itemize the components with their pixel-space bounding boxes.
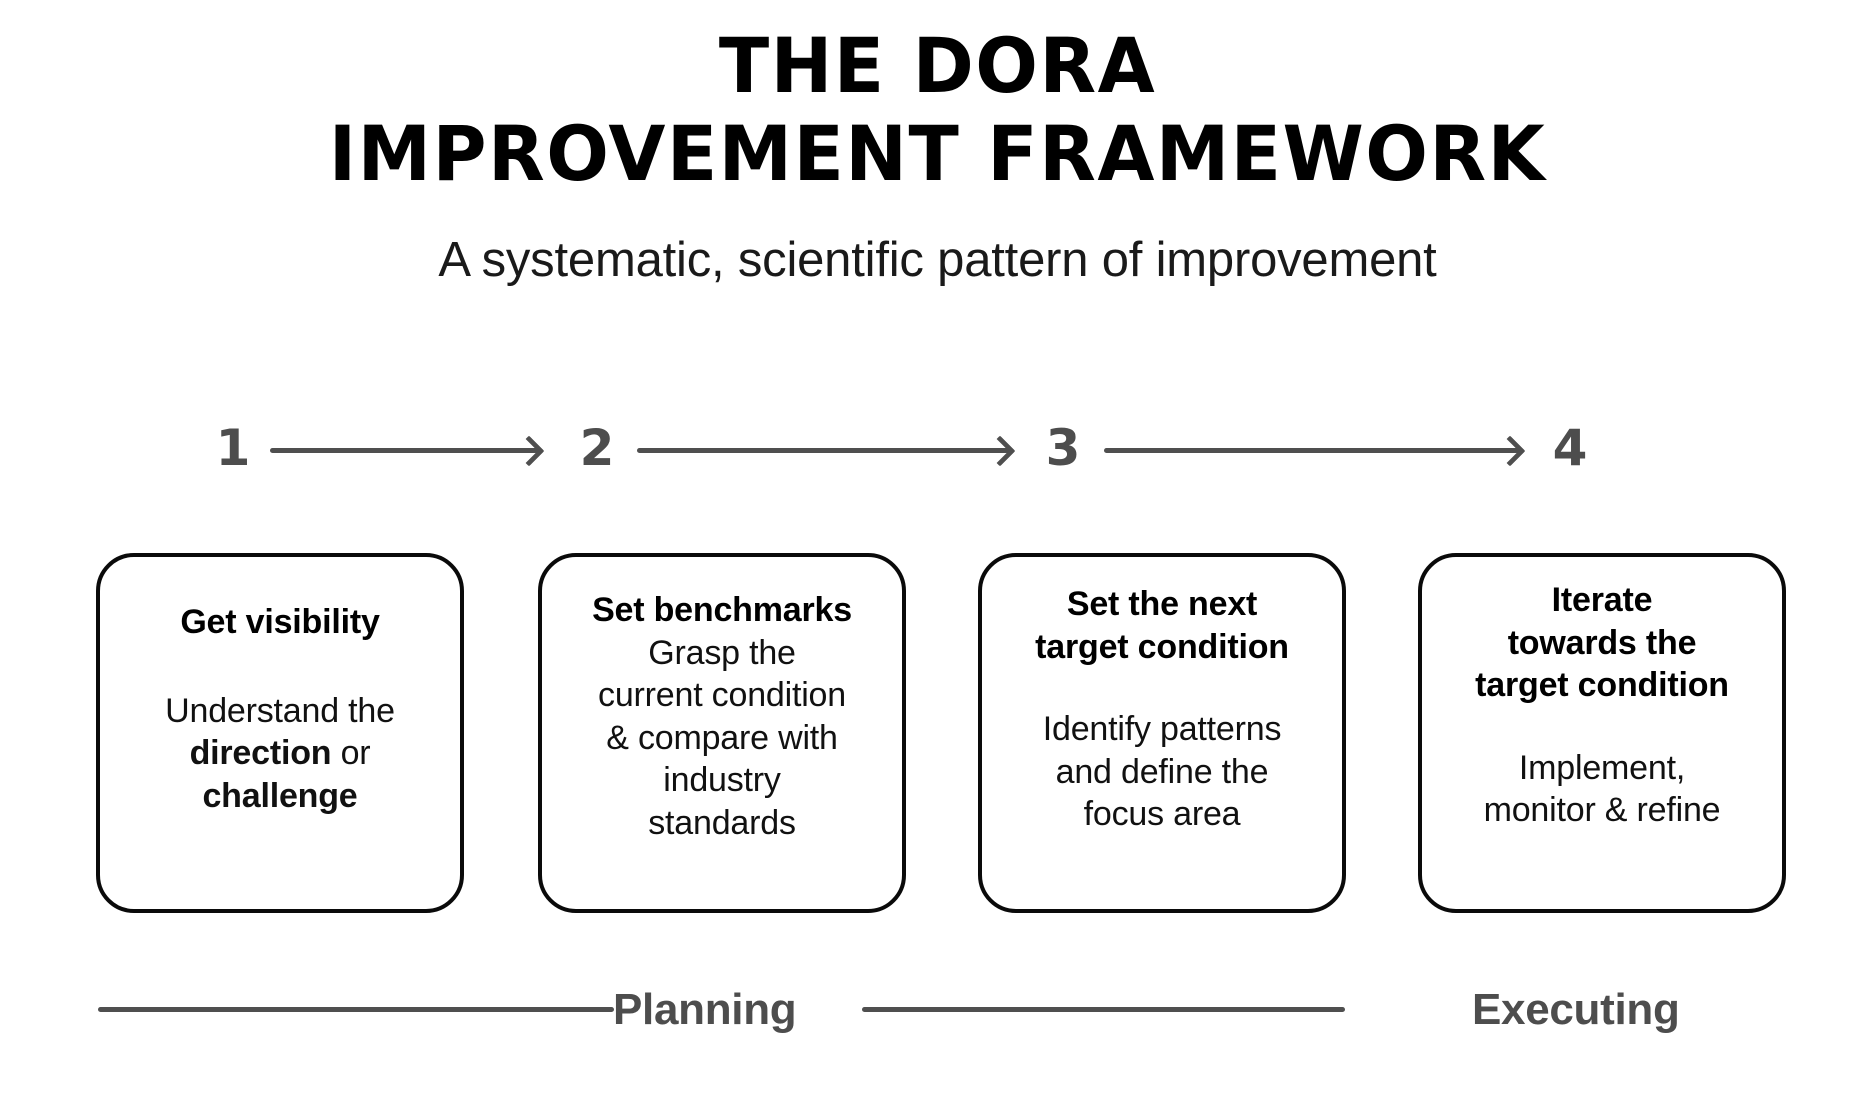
page-header: THE DORA IMPROVEMENT FRAMEWORK A systema… xyxy=(0,0,1875,288)
arrow-icon-2-to-3 xyxy=(637,448,1009,453)
step-number-4: 4 xyxy=(1552,419,1588,477)
phase-line-left xyxy=(98,1007,614,1012)
arrow-icon-3-to-4 xyxy=(1104,448,1519,453)
phase-label-planning: Planning xyxy=(613,985,797,1034)
step-sequence: 1 2 3 4 xyxy=(0,412,1875,484)
page-title-line-1: THE DORA xyxy=(718,21,1157,110)
phase-line-right xyxy=(862,1007,1345,1012)
page-title: THE DORA IMPROVEMENT FRAMEWORK xyxy=(28,21,1847,199)
step-card-2-heading: Set benchmarks xyxy=(592,591,852,629)
step-card-4-body: Implement,monitor & refine xyxy=(1483,748,1721,830)
step-number-3: 3 xyxy=(1045,419,1081,477)
page-title-line-2: IMPROVEMENT FRAMEWORK xyxy=(328,109,1547,199)
phase-legend: Planning Executing xyxy=(0,975,1875,1045)
phase-label-executing: Executing xyxy=(1472,985,1680,1034)
page-subtitle: A systematic, scientific pattern of impr… xyxy=(438,233,1437,288)
step-number-1: 1 xyxy=(215,419,251,477)
step-number-2: 2 xyxy=(579,419,615,477)
step-card-1-heading: Get visibility xyxy=(180,603,380,641)
arrow-icon-1-to-2 xyxy=(270,448,538,453)
